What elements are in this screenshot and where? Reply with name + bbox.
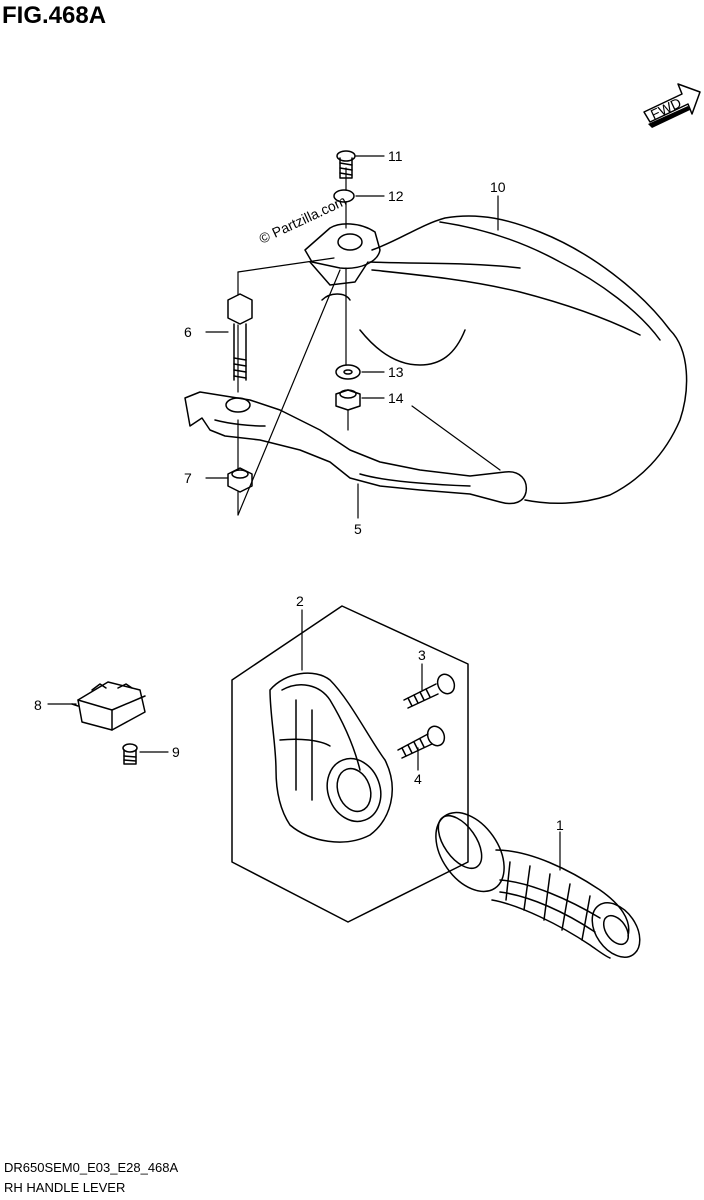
callout-3: 3 <box>418 647 426 663</box>
nut-7 <box>227 467 253 493</box>
callout-8: 8 <box>34 697 42 713</box>
mount-bracket <box>304 223 381 301</box>
callout-4: 4 <box>414 771 422 787</box>
screw-9 <box>122 743 138 765</box>
nut-14 <box>335 389 361 411</box>
washer-12 <box>333 189 355 203</box>
parts-group-box <box>231 605 469 923</box>
callout-14: 14 <box>388 390 404 406</box>
callout-2: 2 <box>296 593 304 609</box>
switch-8 <box>71 681 146 731</box>
hand-guard-10 <box>359 215 688 505</box>
callout-6: 6 <box>184 324 192 340</box>
throttle-housing-2 <box>269 672 393 843</box>
grip-1 <box>435 811 641 959</box>
screw-4 <box>397 725 446 759</box>
callout-13: 13 <box>388 364 404 380</box>
callout-11: 11 <box>388 148 403 164</box>
callout-1: 1 <box>556 817 564 833</box>
figure-title: FIG.468A <box>2 2 107 29</box>
washer-13 <box>335 364 361 380</box>
callout-5: 5 <box>354 521 362 537</box>
screw-3 <box>403 673 456 709</box>
assembly-frame-lines <box>237 167 501 516</box>
diagram-caption: RH HANDLE LEVER <box>4 1180 126 1195</box>
fwd-arrow-icon: FWD <box>643 83 701 128</box>
watermark: © Partzilla.com <box>257 192 349 246</box>
lever-5 <box>184 391 528 505</box>
callout-9: 9 <box>172 744 180 760</box>
bolt-6 <box>227 293 253 381</box>
callout-12: 12 <box>388 188 404 204</box>
callout-10: 10 <box>490 179 506 195</box>
diagram-code: DR650SEM0_E03_E28_468A <box>4 1160 179 1175</box>
leader-lines <box>47 155 561 871</box>
callout-7: 7 <box>184 470 192 486</box>
